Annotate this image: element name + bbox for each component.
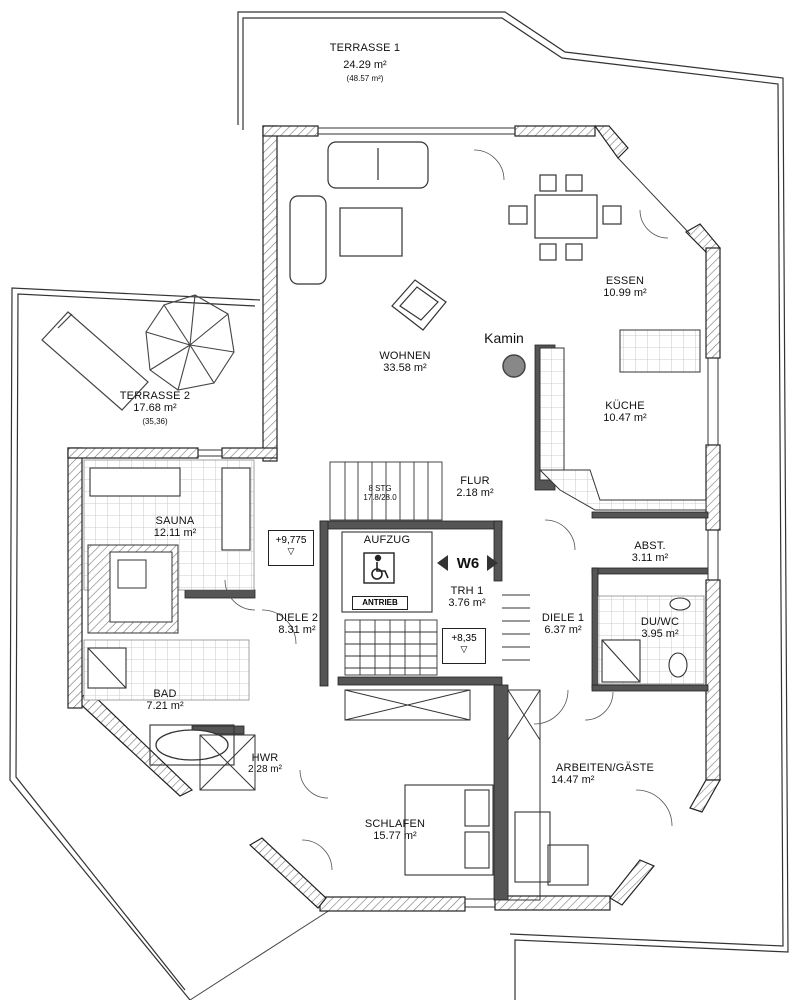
room-area: 33.58 m²: [383, 362, 427, 374]
windows: [198, 127, 719, 908]
elevator-name: AUFZUG: [363, 534, 411, 546]
hwr-shelf: [199, 734, 256, 791]
room-terrasse2: TERRASSE 2 17.68 m² (35,36): [95, 390, 215, 426]
terrace-railing-2: [9, 287, 261, 1000]
sink-duwc: [669, 597, 691, 611]
room-diele2: DIELE 2 8.31 m²: [262, 612, 332, 636]
wheelchair-icon: [371, 554, 389, 580]
room-area: 10.47 m²: [603, 412, 647, 424]
wardrobe-corridor: [344, 689, 541, 901]
sun-lounger: [41, 311, 149, 411]
room-name: ESSEN: [605, 275, 645, 287]
room-area: 2.18 m²: [456, 487, 494, 499]
stairs-label: 8 STG 17.8/28.0: [350, 484, 410, 502]
stairs-upper: [329, 461, 443, 521]
room-name: ARBEITEN/GÄSTE: [555, 762, 655, 774]
room-essen: ESSEN 10.99 m²: [580, 275, 670, 299]
kamin-label: Kamin: [484, 330, 524, 346]
room-note: (48.57 m²): [346, 74, 384, 83]
sauna-bench-side: [221, 467, 251, 551]
room-arbeiten: ARBEITEN/GÄSTE 14.47 m²: [545, 762, 665, 786]
desk: [514, 811, 589, 886]
exterior-walls: [67, 125, 722, 912]
room-name: DIELE 1: [541, 612, 585, 624]
room-name: TERRASSE 2: [119, 390, 191, 402]
arrow-right-icon: [487, 555, 498, 571]
door-swings: [224, 149, 673, 871]
kamin-marker: [502, 354, 526, 378]
sofa: [289, 141, 429, 285]
room-name: DU/WC: [640, 616, 680, 628]
room-diele1: DIELE 1 6.37 m²: [528, 612, 598, 636]
room-sauna: SAUNA 12.11 m²: [130, 515, 220, 539]
level-marker-left: +9,775 ▽: [268, 530, 314, 566]
elevator-label: AUFZUG: [344, 534, 430, 546]
room-name: KÜCHE: [605, 400, 645, 412]
elevator-unit: W6: [456, 555, 480, 572]
shower-duwc: [601, 639, 641, 683]
bathtub-frame: [149, 724, 235, 766]
level-triangle-icon: ▽: [287, 546, 295, 556]
terrace-railing-1: [237, 11, 789, 1000]
room-name: SAUNA: [155, 515, 195, 527]
room-terrasse1: TERRASSE 1 24.29 m² (48.57 m²): [300, 42, 430, 83]
room-area: 2.28 m²: [248, 764, 282, 775]
room-name: ABST.: [634, 540, 666, 552]
stairs-ratio: 17.8/28.0: [363, 493, 397, 502]
room-area: 15.77 m²: [373, 830, 417, 842]
room-name: BAD: [153, 688, 177, 700]
room-name: TRH 1: [450, 585, 484, 597]
arrow-left-icon: [437, 555, 448, 571]
room-kueche: KÜCHE 10.47 m²: [580, 400, 670, 424]
room-hwr: HWR 2.28 m²: [235, 752, 295, 775]
level-triangle-icon: ▽: [460, 644, 468, 654]
room-bad: BAD 7.21 m²: [130, 688, 200, 712]
dining-table: [508, 174, 622, 261]
armchair: [391, 279, 447, 331]
bed: [404, 784, 494, 876]
sauna-bench: [89, 467, 181, 497]
sauna-cabin: [87, 544, 179, 634]
room-name: DIELE 2: [275, 612, 319, 624]
stairs-steps: 8 STG: [368, 484, 392, 493]
room-area: 12.11 m²: [153, 527, 197, 539]
room-area: 3.95 m²: [641, 628, 679, 640]
room-duwc: DU/WC 3.95 m²: [625, 616, 695, 640]
parasol: [145, 294, 235, 391]
room-schlafen: SCHLAFEN 15.77 m²: [350, 818, 440, 842]
room-area: 3.11 m²: [631, 552, 669, 564]
shower: [87, 647, 127, 689]
room-area: 14.47 m²: [551, 774, 595, 786]
coffee-table: [339, 207, 403, 257]
level-value: +9,775: [275, 535, 307, 546]
toilet-duwc: [668, 652, 688, 678]
room-area: 3.76 m²: [448, 597, 486, 609]
room-name: TERRASSE 1: [329, 42, 401, 54]
room-name: SCHLAFEN: [364, 818, 426, 830]
room-trh1: TRH 1 3.76 m²: [432, 585, 502, 609]
room-name: FLUR: [460, 475, 490, 487]
room-note: (35,36): [142, 417, 168, 426]
room-area: 24.29 m²: [343, 59, 387, 71]
terrace-pointer: [189, 909, 331, 1000]
room-area: 17.68 m²: [133, 402, 177, 414]
elevator-drive: ANTRIEB: [352, 596, 408, 610]
level-value: +8,35: [451, 633, 477, 644]
room-name: WOHNEN: [379, 350, 431, 362]
room-area: 7.21 m²: [146, 700, 184, 712]
stairs-lower: [344, 619, 438, 676]
room-abst: ABST. 3.11 m²: [615, 540, 685, 564]
stairs-right: [502, 594, 530, 661]
room-area: 10.99 m²: [603, 287, 647, 299]
room-name: HWR: [251, 752, 279, 764]
level-marker-right: +8,35 ▽: [442, 628, 486, 664]
bathtub: [155, 729, 229, 761]
room-wohnen: WOHNEN 33.58 m²: [360, 350, 450, 374]
room-flur: FLUR 2.18 m²: [440, 475, 510, 499]
room-area: 8.31 m²: [278, 624, 316, 636]
kitchen-counter: [538, 329, 707, 511]
room-area: 6.37 m²: [544, 624, 582, 636]
